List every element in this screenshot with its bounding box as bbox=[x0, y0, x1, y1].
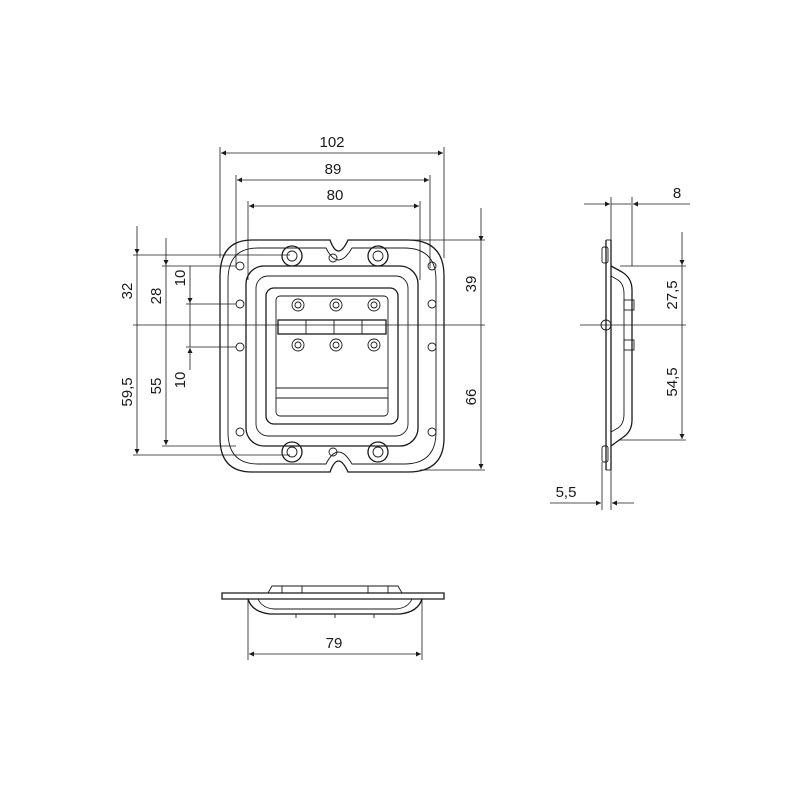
dim-label-28: 28 bbox=[148, 288, 165, 305]
dim-label-27-5: 27,5 bbox=[664, 280, 681, 309]
front-view-dish-outer bbox=[245, 265, 419, 447]
front-view bbox=[133, 239, 485, 473]
front-view-handle-inner bbox=[275, 295, 389, 417]
dim-label-89: 89 bbox=[325, 161, 342, 178]
dim-label-8: 8 bbox=[673, 185, 681, 202]
front-view-mounting-holes bbox=[235, 245, 437, 463]
front-view-outer-plate bbox=[219, 239, 445, 473]
front-view-hinge-bar bbox=[277, 319, 387, 335]
front-view-dimensions: 102 89 80 32 28 10 10 55 59,5 bbox=[119, 134, 485, 471]
front-view-inner-rim bbox=[227, 247, 437, 465]
side-view-dimensions: 8 27,5 54,5 5,5 bbox=[550, 185, 690, 510]
front-view-handle bbox=[265, 287, 399, 425]
dim-label-80: 80 bbox=[327, 187, 344, 204]
dim-label-10-upper: 10 bbox=[172, 270, 189, 287]
dim-label-10-lower: 10 bbox=[172, 372, 189, 389]
dim-label-55: 55 bbox=[148, 378, 165, 395]
bottom-view bbox=[221, 585, 445, 618]
dim-label-5-5: 5,5 bbox=[556, 484, 577, 501]
bottom-view-dimensions: 79 bbox=[247, 599, 423, 660]
dim-label-54-5: 54,5 bbox=[664, 367, 681, 396]
dim-label-79: 79 bbox=[326, 635, 343, 652]
dim-label-66: 66 bbox=[463, 389, 480, 406]
dim-label-39: 39 bbox=[463, 276, 480, 293]
front-view-rivets bbox=[291, 298, 381, 352]
dim-label-59-5: 59,5 bbox=[119, 377, 136, 406]
dim-label-32: 32 bbox=[119, 283, 136, 300]
front-view-dish-inner bbox=[255, 275, 409, 437]
side-view bbox=[580, 239, 686, 471]
dim-label-102: 102 bbox=[319, 134, 344, 151]
